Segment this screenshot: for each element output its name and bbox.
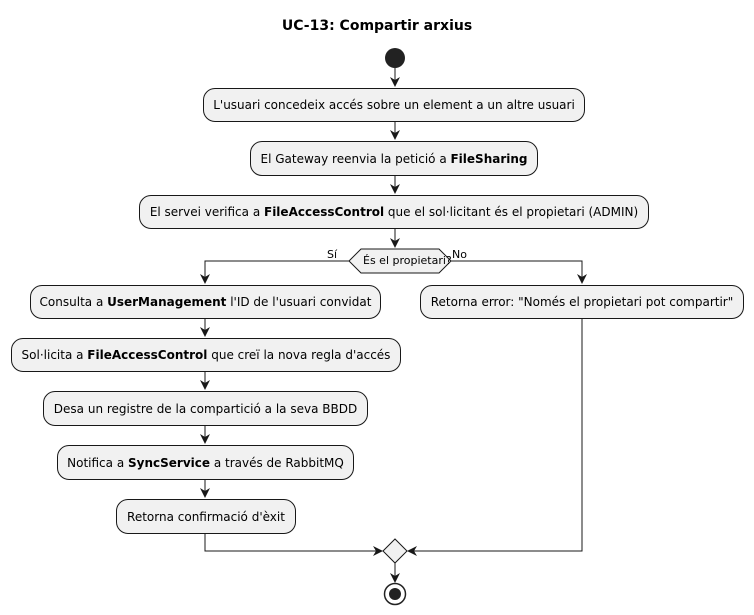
step-verify-owner-bold: FileAccessControl [264,205,385,219]
step-query-user-pre: Consulta a [39,295,108,309]
step-return-error: Retorna error: "Només el propietari pot … [420,285,744,319]
edge-decision-yes [200,260,349,284]
step-return-success-text: Retorna confirmació d'èxit [127,509,285,524]
step-notify-sync-bold: SyncService [128,455,211,470]
step-grant-access-text: L'usuari concedeix accés sobre un elemen… [213,98,575,112]
decision-no-label: No [452,248,467,261]
decision-question: És el propietari? [363,254,452,267]
step-verify-owner-post: que el sol·licitant és el propietari (AD… [384,205,639,219]
step-create-rule-bold: FileAccessControl [87,348,208,362]
step-verify-owner: El servei verifica a FileAccessControl q… [139,195,649,229]
step-notify-sync: Notifica a SyncService a través de Rabbi… [57,445,354,480]
step-verify-owner-pre: El servei verifica a [149,205,264,219]
edge-decision-no [451,260,587,284]
step-gateway-forward: El Gateway reenvia la petició a FileShar… [250,141,538,176]
step-save-record-text: Desa un registre de la compartició a la … [53,401,358,416]
edge-no1-merge [407,318,583,556]
decision-yes-label: Sí [327,248,338,261]
step-notify-sync-pre: Notifica a [67,455,128,470]
merge-diamond [382,538,408,564]
step-query-user-post: l'ID de l'usuari convidat [226,295,372,309]
end-node [383,582,407,606]
step-create-rule-pre: Sol·licita a [21,348,88,362]
step-notify-sync-post: a través de RabbitMQ [210,455,344,470]
step-save-record: Desa un registre de la compartició a la … [43,391,368,426]
diagram-title: UC-13: Compartir arxius [281,18,473,34]
step-gateway-forward-pre: El Gateway reenvia la petició a [260,151,451,166]
step-create-rule: Sol·licita a FileAccessControl que creï … [11,338,401,372]
start-node [385,48,405,68]
step-return-success: Retorna confirmació d'èxit [116,499,296,534]
end-node-core [389,588,401,600]
step-query-user: Consulta a UserManagement l'ID de l'usua… [30,285,381,319]
step-grant-access: L'usuari concedeix accés sobre un elemen… [203,88,585,122]
step-gateway-forward-bold: FileSharing [450,151,528,166]
step-return-error-text: Retorna error: "Només el propietari pot … [430,295,734,309]
step-create-rule-post: que creï la nova regla d'accés [207,348,391,362]
edge-yes5-merge [204,533,383,556]
step-query-user-bold: UserManagement [107,295,227,309]
